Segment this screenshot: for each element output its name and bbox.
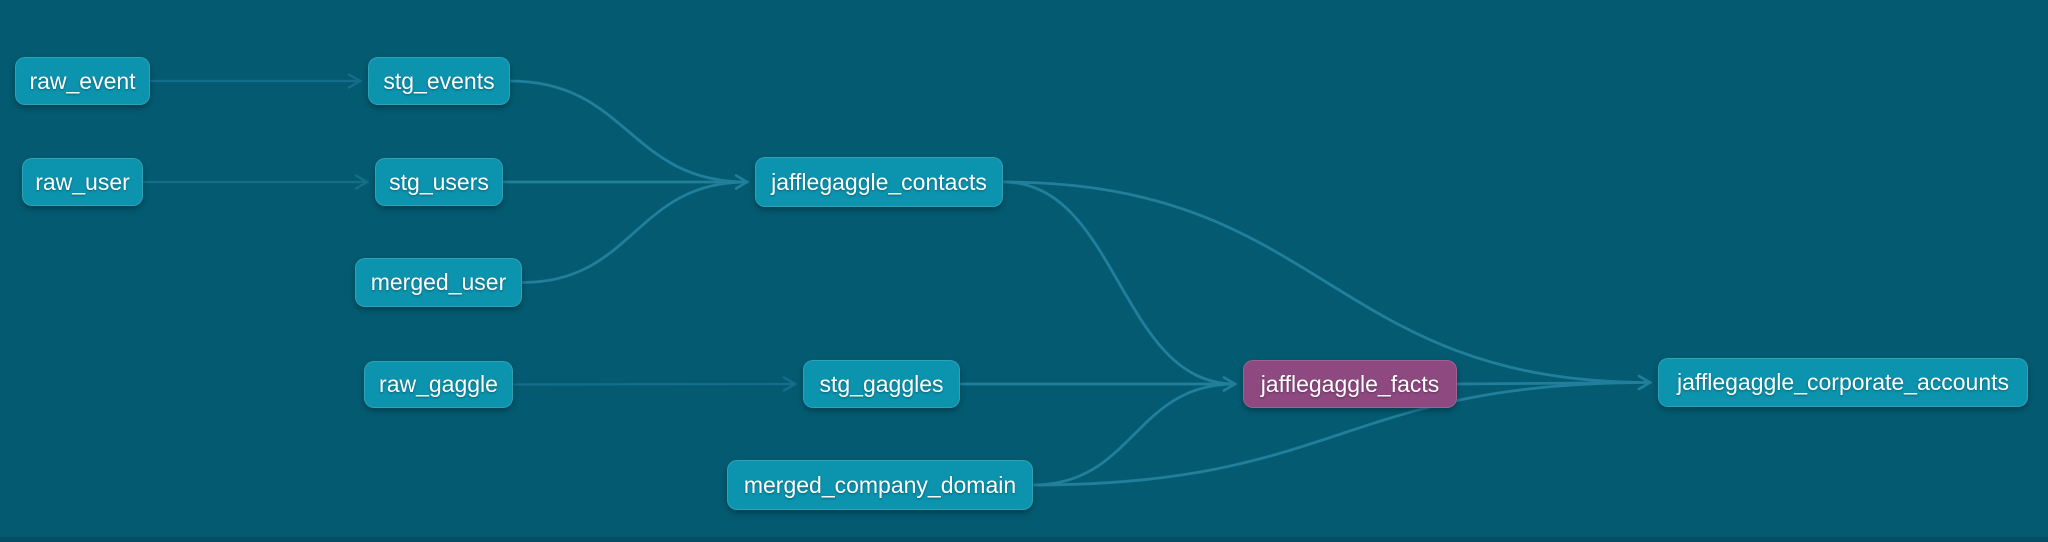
node-raw_event[interactable]: raw_event bbox=[15, 57, 150, 105]
node-merged_user[interactable]: merged_user bbox=[355, 258, 522, 307]
edge-raw_gaggle-to-stg_gaggles bbox=[511, 376, 798, 392]
node-stg_events[interactable]: stg_events bbox=[368, 57, 510, 105]
edge-merged_company_domain-to-jafflegaggle_corporate_accounts bbox=[1031, 374, 1653, 487]
node-label: stg_events bbox=[383, 67, 495, 94]
node-raw_user[interactable]: raw_user bbox=[22, 158, 143, 206]
node-label: stg_gaggles bbox=[819, 370, 944, 397]
bottom-band bbox=[0, 537, 2048, 542]
node-label: jafflegaggle_contacts bbox=[771, 168, 987, 195]
node-label: jafflegaggle_corporate_accounts bbox=[1676, 369, 2010, 395]
node-label: raw_user bbox=[35, 168, 130, 195]
node-jafflegaggle_corporate_accounts[interactable]: jafflegaggle_corporate_accounts bbox=[1658, 358, 2028, 407]
node-label: merged_company_domain bbox=[743, 471, 1017, 498]
node-label: jafflegaggle_facts bbox=[1260, 370, 1440, 397]
edge-jafflegaggle_contacts-to-jafflegaggle_facts bbox=[1001, 180, 1238, 392]
node-label: stg_users bbox=[389, 168, 489, 195]
node-jafflegaggle_facts[interactable]: jafflegaggle_facts bbox=[1243, 360, 1457, 408]
node-label: merged_user bbox=[370, 269, 507, 295]
node-jafflegaggle_contacts[interactable]: jafflegaggle_contacts bbox=[755, 157, 1003, 207]
node-raw_gaggle[interactable]: raw_gaggle bbox=[364, 361, 513, 408]
node-label: raw_gaggle bbox=[379, 371, 498, 397]
edge-jafflegaggle_contacts-to-jafflegaggle_corporate_accounts bbox=[1001, 180, 1653, 391]
node-label: raw_event bbox=[29, 67, 136, 94]
edge-merged_user-to-jafflegaggle_contacts bbox=[520, 174, 750, 284]
edge-merged_company_domain-to-jafflegaggle_facts bbox=[1031, 376, 1238, 487]
node-stg_gaggles[interactable]: stg_gaggles bbox=[803, 360, 960, 408]
edge-stg_events-to-jafflegaggle_contacts bbox=[508, 79, 750, 190]
node-stg_users[interactable]: stg_users bbox=[375, 158, 503, 206]
node-merged_company_domain[interactable]: merged_company_domain bbox=[727, 460, 1033, 510]
